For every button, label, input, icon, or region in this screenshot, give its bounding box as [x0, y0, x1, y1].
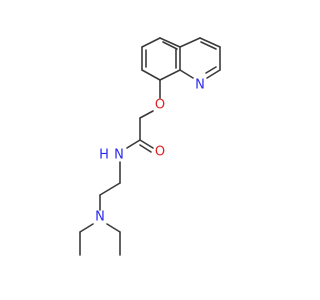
ether-oxygen-label: O: [155, 98, 165, 113]
amine-nitrogen-label: N: [95, 210, 105, 225]
carbonyl-oxygen-label: O: [155, 145, 165, 160]
bond: [199, 37, 221, 48]
bond: [139, 139, 154, 149]
bond: [139, 110, 154, 119]
ring-nitrogen-label: N: [195, 78, 205, 93]
bond: [106, 223, 121, 233]
bond: [139, 144, 152, 153]
bond: [99, 182, 121, 196]
bond: [179, 69, 194, 79]
bond: [141, 69, 161, 81]
bond: [141, 37, 161, 48]
bond: [179, 37, 201, 48]
bond: [200, 41, 217, 50]
bond: [206, 69, 221, 79]
structure-diagram: N O O H N N: [79, 37, 221, 256]
amide-hydrogen-label: H: [99, 148, 109, 163]
bond: [205, 66, 217, 74]
bond: [126, 139, 141, 149]
bond: [159, 37, 181, 48]
bond: [79, 223, 94, 233]
bond: [159, 69, 181, 81]
amide-nitrogen-label: N: [114, 148, 124, 163]
bond: [162, 41, 178, 50]
